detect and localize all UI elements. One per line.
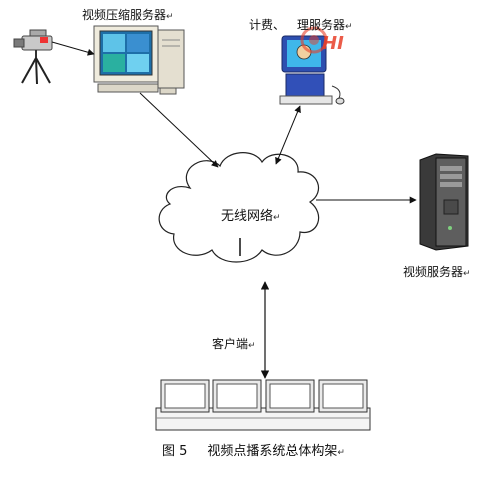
paragraph-mark: ↵ <box>248 341 256 351</box>
client-computer-2 <box>212 379 262 413</box>
network-cloud <box>158 152 320 263</box>
watermark-logo <box>300 26 328 54</box>
compression-server-label: 视频压缩服务器↵ <box>82 9 174 22</box>
compression-server-text: 视频压缩服务器 <box>82 8 167 22</box>
client-computers <box>155 379 371 431</box>
client-desk <box>155 407 371 431</box>
network-text: 无线网络 <box>221 209 274 224</box>
compression-server-computer-icon <box>93 25 185 95</box>
arrow-compression-to-network <box>139 92 219 168</box>
client-label: 客户端↵ <box>212 338 256 351</box>
paragraph-mark: ↵ <box>463 269 471 279</box>
client-computer-1 <box>160 379 210 413</box>
video-server-label: 视频服务器↵ <box>403 266 471 279</box>
paragraph-mark: ↵ <box>273 213 281 223</box>
figure-caption: 图 5 视频点播系统总体构架↵ <box>162 445 345 458</box>
paragraph-mark: ↵ <box>337 448 345 458</box>
video-server-icon <box>419 153 469 251</box>
billing-server-label: 计费、理服务器↵ <box>249 19 353 32</box>
watermark-text: HI <box>322 33 344 54</box>
figure-title: 视频点播系统总体构架 <box>207 444 338 459</box>
billing-server-text-prefix: 计费、 <box>249 18 286 32</box>
video-server-text: 视频服务器 <box>403 265 464 279</box>
figure-number: 图 5 <box>162 444 188 459</box>
paragraph-mark: ↵ <box>166 12 174 22</box>
client-computer-3 <box>265 379 315 413</box>
video-camera-icon <box>13 29 53 85</box>
paragraph-mark: ↵ <box>345 22 353 32</box>
arrow-billing-network <box>275 105 301 165</box>
client-computer-4 <box>318 379 368 413</box>
client-text: 客户端 <box>212 337 249 351</box>
billing-server-text-suffix: 理服务器 <box>297 18 346 32</box>
arrow-camera-to-compression <box>51 41 95 56</box>
network-label: 无线网络↵ <box>221 210 281 223</box>
